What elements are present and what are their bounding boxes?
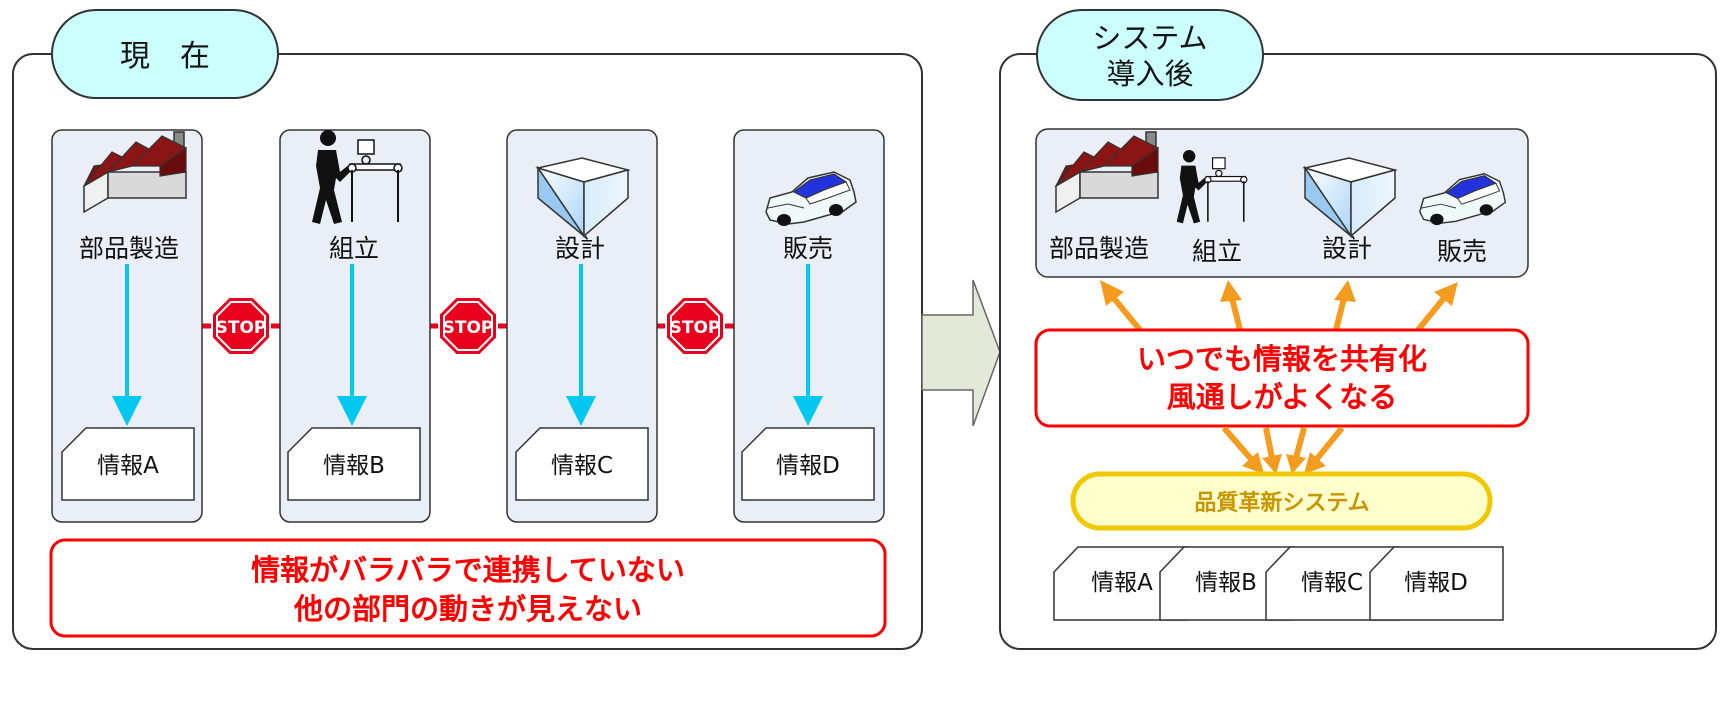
flow-arrow-head <box>112 396 142 426</box>
svg-text:STOP: STOP <box>216 318 267 338</box>
share-arrows-down <box>1221 426 1345 474</box>
department-name: 設計 <box>555 234 605 263</box>
system-capsule <box>1070 471 1493 531</box>
svg-text:STOP: STOP <box>443 318 494 338</box>
problem-line-2: 他の部門の動きが見えない <box>293 592 642 626</box>
flow-arrow-head <box>337 396 367 426</box>
current-tag-label: 現 在 <box>120 39 210 74</box>
info-doc-label: 情報A <box>97 453 159 479</box>
info-doc-label: 情報A <box>1091 570 1153 596</box>
stop-sign-icon: STOP <box>211 296 271 356</box>
info-doc-label: 情報C <box>551 453 613 479</box>
department-column-sales: 販売 情報D <box>733 129 885 523</box>
info-doc-label: 情報C <box>1301 570 1363 596</box>
info-doc <box>515 427 649 501</box>
department-column-parts: 部品製造 情報A <box>51 129 203 523</box>
stop-sign-icon: STOP <box>438 296 498 356</box>
transition-arrow <box>921 279 1001 427</box>
info-doc <box>1265 546 1400 621</box>
info-doc-stack: 情報A 情報B 情報C 情報D <box>1053 546 1504 621</box>
info-doc-label: 情報B <box>1195 570 1257 596</box>
problem-box <box>49 538 887 638</box>
department-column-design: 設計 情報C <box>506 129 658 523</box>
after-tag-line-1: システム <box>1092 21 1207 55</box>
info-doc <box>741 427 875 501</box>
department-name: 組立 <box>1192 237 1242 266</box>
after-tag-pill <box>1036 9 1264 101</box>
info-doc <box>1053 546 1188 621</box>
info-doc-label: 情報B <box>323 453 385 479</box>
flow-arrow-head <box>793 396 823 426</box>
info-doc <box>1159 546 1294 621</box>
info-doc <box>287 427 421 501</box>
after-tag-line-2: 導入後 <box>1106 57 1193 91</box>
stop-sign-icon: STOP <box>665 296 725 356</box>
department-name: 部品製造 <box>1049 234 1149 263</box>
departments-panel <box>1035 128 1529 278</box>
department-column-assembly: 組立 情報B <box>279 129 431 523</box>
benefit-line-2: 風通しがよくなる <box>1167 380 1398 414</box>
current-tag-pill <box>51 9 279 99</box>
info-doc <box>61 427 195 501</box>
department-name: 販売 <box>783 234 833 263</box>
info-doc-label: 情報D <box>776 453 840 479</box>
benefit-line-1: いつでも情報を共有化 <box>1137 342 1427 376</box>
share-arrows-up <box>1100 280 1458 332</box>
benefit-box <box>1034 328 1530 428</box>
department-name: 設計 <box>1322 234 1372 263</box>
flow-arrow-head <box>566 396 596 426</box>
svg-text:STOP: STOP <box>670 318 721 338</box>
info-doc-label: 情報D <box>1404 570 1468 596</box>
system-label: 品質革新システム <box>1194 490 1369 516</box>
department-name: 部品製造 <box>79 234 179 263</box>
department-name: 組立 <box>329 234 379 263</box>
info-doc <box>1369 546 1504 621</box>
department-name: 販売 <box>1437 237 1487 266</box>
problem-line-1: 情報がバラバラで連携していない <box>251 553 685 587</box>
